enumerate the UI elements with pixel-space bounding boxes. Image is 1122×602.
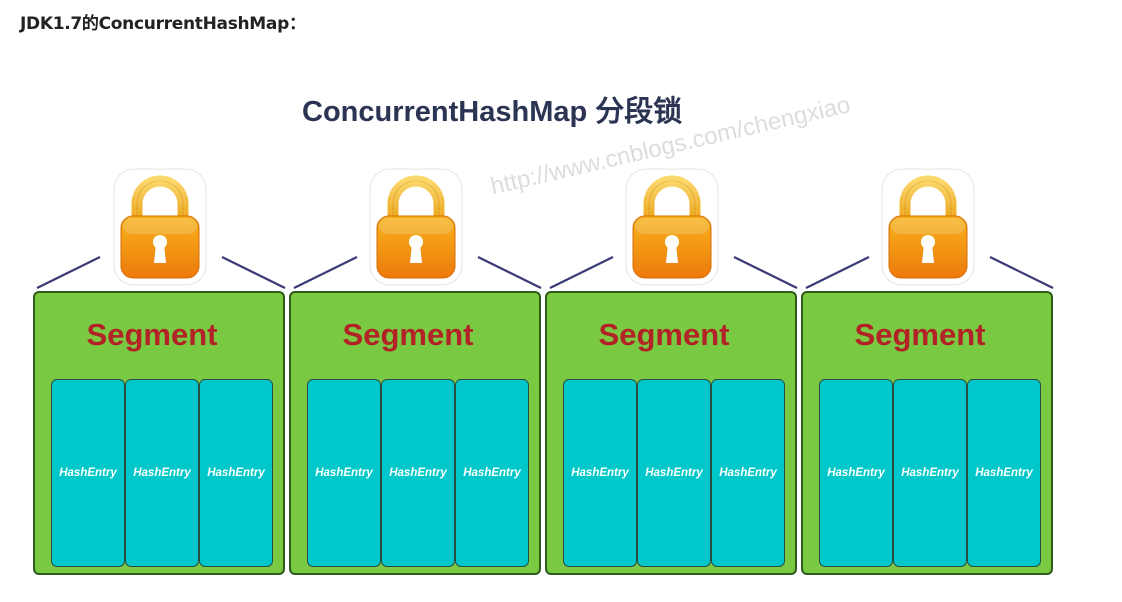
hash-entry: HashEntry [455,379,529,567]
diagram-title: ConcurrentHashMap 分段锁 [302,96,683,128]
connector-line [36,256,101,289]
hash-entry: HashEntry [51,379,125,567]
hash-entry: HashEntry [967,379,1041,567]
connector-line [989,256,1054,289]
segment-box: Segment HashEntry HashEntry HashEntry [801,291,1053,575]
hash-entry: HashEntry [381,379,455,567]
hash-entry-label: HashEntry [827,467,885,479]
page-heading: JDK1.7的ConcurrentHashMap： [20,14,306,34]
hash-entry-label: HashEntry [571,467,629,479]
segment-label: Segment [598,317,730,352]
hash-entry: HashEntry [637,379,711,567]
padlock-icon [625,168,719,286]
hash-entry-label: HashEntry [901,467,959,479]
hash-entry-label: HashEntry [389,467,447,479]
hash-entry: HashEntry [125,379,199,567]
hash-entry-label: HashEntry [315,467,373,479]
connector-line [733,256,798,289]
hash-entry-label: HashEntry [719,467,777,479]
segment-label: Segment [86,317,218,352]
segment-box: Segment HashEntry HashEntry HashEntry [289,291,541,575]
hash-entry-label: HashEntry [207,467,265,479]
hash-entry: HashEntry [307,379,381,567]
hash-entry-label: HashEntry [59,467,117,479]
hash-entry-label: HashEntry [133,467,191,479]
padlock-icon [113,168,207,286]
connector-line [221,256,286,289]
hash-entry-label: HashEntry [645,467,703,479]
padlock-icon [881,168,975,286]
hash-entry-label: HashEntry [463,467,521,479]
hash-entry: HashEntry [711,379,785,567]
hash-entry: HashEntry [893,379,967,567]
segment-label: Segment [342,317,474,352]
segment-box: Segment HashEntry HashEntry HashEntry [545,291,797,575]
connector-line [293,256,358,289]
padlock-icon [369,168,463,286]
segment-box: Segment HashEntry HashEntry HashEntry [33,291,285,575]
connector-line [477,256,542,289]
hash-entry: HashEntry [819,379,893,567]
connector-line [805,256,870,289]
hash-entry-label: HashEntry [975,467,1033,479]
segment-label: Segment [854,317,986,352]
connector-line [549,256,614,289]
hash-entry: HashEntry [563,379,637,567]
hash-entry: HashEntry [199,379,273,567]
